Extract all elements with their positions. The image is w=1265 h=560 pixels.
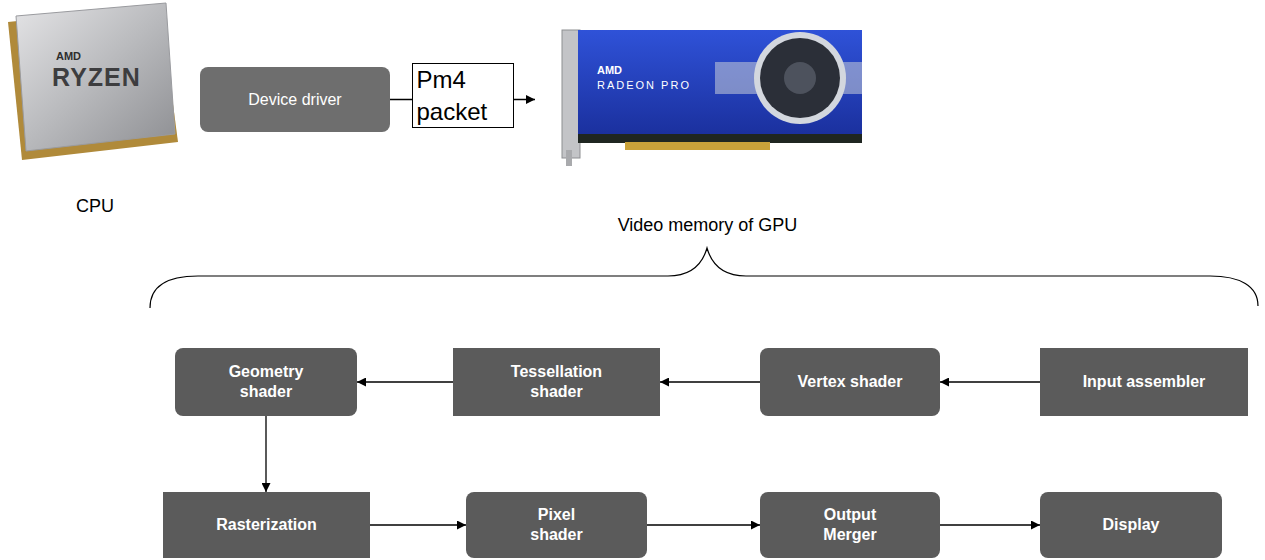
brand-mark: AMD: [56, 50, 81, 62]
box-label: Display: [1103, 515, 1160, 535]
box-label: Vertex shader: [798, 372, 903, 392]
gpu-fan-hub: [784, 62, 816, 94]
gpu-pcie-fingers: [625, 142, 770, 150]
stage-box: Pixel shader: [466, 492, 647, 558]
brace: [150, 248, 1258, 308]
gpu-fan-rim: [754, 32, 846, 124]
box-label: Output Merger: [800, 505, 900, 545]
box-label: Device driver: [248, 90, 341, 110]
box-label: Geometry shader: [211, 362, 321, 402]
brand-mark: RYZEN: [52, 63, 141, 92]
stage-box: Rasterization: [163, 492, 370, 558]
stage-box: Tessellation shader: [453, 348, 660, 416]
arrow-connector: [357, 381, 453, 382]
gpu-bracket: [562, 30, 580, 158]
box-label: Tessellation shader: [497, 362, 617, 402]
stage-box: Display: [1040, 492, 1222, 558]
box-label: Pixel shader: [517, 505, 597, 545]
gpu-pcb: [578, 134, 862, 143]
process-box: Device driver: [200, 67, 390, 132]
edge-label: Pm4 packet: [412, 63, 514, 127]
figure-caption: Video memory of GPU: [618, 214, 798, 237]
box-label: Rasterization: [216, 515, 316, 535]
stage-box: Vertex shader: [760, 348, 940, 416]
brand-mark: RADEON PRO: [597, 79, 691, 91]
cpu-figure: CPU: [20, 0, 170, 217]
stage-box: Output Merger: [760, 492, 940, 558]
stage-box: Input assembler: [1040, 348, 1248, 416]
cpu-illustration: [8, 3, 178, 160]
box-label: Input assembler: [1083, 372, 1206, 392]
brand-mark: AMD: [597, 64, 622, 76]
gpu-shroud: [578, 30, 862, 138]
gpu-fan: [760, 38, 840, 118]
arrow-connector: [370, 524, 466, 525]
gpu-illustration: [562, 30, 862, 166]
gpu-bracket-tab: [566, 150, 572, 166]
cpu-heat-spreader: [16, 3, 175, 151]
figure-caption: CPU: [76, 195, 114, 218]
arrow-connector: [660, 381, 760, 382]
arrow-connector: [940, 524, 1040, 525]
arrow-connector: [940, 381, 1040, 382]
arrow-connector: [647, 524, 760, 525]
stage-box: Geometry shader: [175, 348, 357, 416]
arrow-connector: [265, 416, 266, 492]
gpu-figure: Video memory of GPU: [535, 22, 880, 236]
